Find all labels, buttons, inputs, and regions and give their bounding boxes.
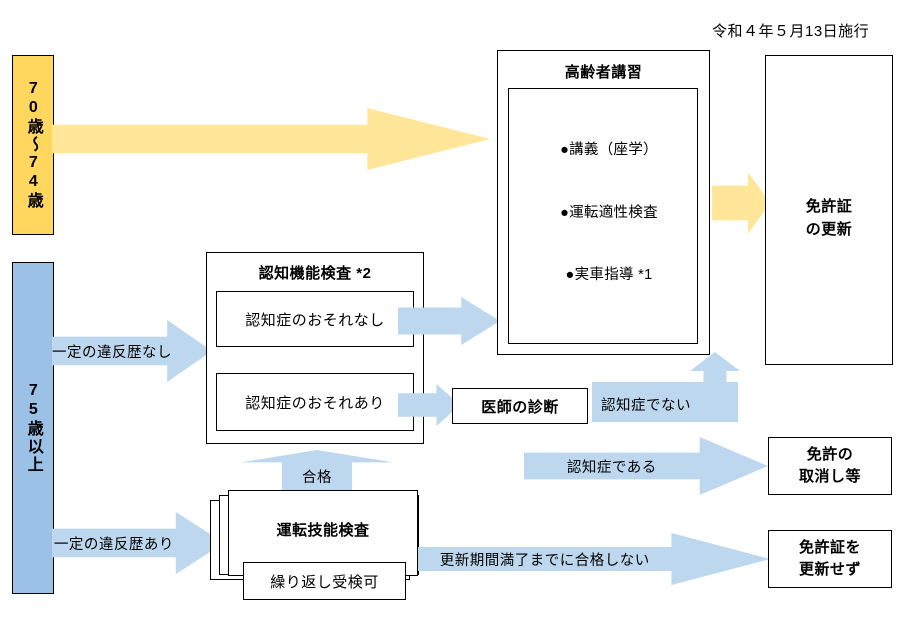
arrow-no-violation-history-label: 一定の違反歴なし <box>52 344 172 361</box>
license-not-renewed-line-1: 免許証を <box>798 538 861 556</box>
license-not-renewed-line-2: 更新せず <box>798 561 861 578</box>
license-revocation-label: 免許の 取消し等 <box>799 444 861 489</box>
license-revocation-line-1: 免許の <box>806 445 854 463</box>
license-not-renewed-label: 免許証を 更新せず <box>799 537 861 582</box>
elderly-course-inner-box: ●講義（座学） ●運転適性検査 ●実車指導 *1 <box>508 88 698 344</box>
cognitive-result-dementia-risk: 認知症のおそれあり <box>216 373 414 431</box>
arrow-has-violation-history: 一定の違反歴あり <box>52 512 224 574</box>
elderly-course-title: 高齢者講習 <box>564 64 643 81</box>
arrow-is-dementia-to-revocation: 認知症である <box>524 437 768 495</box>
doctor-diagnosis-label: 医師の診断 <box>481 398 559 416</box>
arrow-is-dementia-label: 認知症である <box>566 459 657 476</box>
elderly-course-item-lecture: ●講義（座学） <box>560 142 658 158</box>
license-renewal-line-2: の更新 <box>805 220 853 238</box>
elderly-course-item-aptitude-test: ●運転適性検査 <box>560 204 658 221</box>
cognitive-test-title: 認知機能検査 *2 <box>258 265 372 282</box>
elderly-course-item-driving-instruction: ●実車指導 *1 <box>565 267 653 283</box>
age-group-70-74: 70歳〜74歳 <box>12 55 54 235</box>
arrow-no-violation-history: 一定の違反歴なし <box>52 320 212 382</box>
driving-skill-test-retake-box: 繰り返し受検可 <box>243 562 406 600</box>
elderly-course-items: ●講義（座学） ●運転適性検査 ●実車指導 *1 <box>509 89 697 283</box>
arrow-70-74-to-elderly-course <box>52 108 490 170</box>
arrow-not-dementia-tail <box>592 382 738 422</box>
license-revocation-line-2: 取消し等 <box>798 468 861 485</box>
enforcement-date-note: 令和４年５月13日施行 <box>712 23 870 40</box>
arrow-pass-to-cognitive-test: 合格 <box>241 450 393 494</box>
license-renewal-label: 免許証 の更新 <box>766 56 892 241</box>
arrow-course-to-license-renewal <box>712 172 770 234</box>
cognitive-result-no-dementia-risk: 認知症のおそれなし <box>216 291 414 347</box>
arrow-fail-before-expiry-label: 更新期間満了までに合格しない <box>439 552 650 569</box>
license-renewal-line-1: 免許証 <box>805 198 853 215</box>
arrow-not-dementia-label: 認知症でない <box>601 398 691 414</box>
age-group-70-74-label: 70歳〜74歳 <box>24 80 42 210</box>
doctor-diagnosis-box: 医師の診断 <box>452 388 588 424</box>
arrow-has-violation-history-label: 一定の違反歴あり <box>53 536 174 553</box>
arrow-fail-before-expiry: 更新期間満了までに合格しない <box>418 533 770 585</box>
cognitive-result-dementia-risk-label: 認知症のおそれあり <box>245 394 385 412</box>
cognitive-result-no-dementia-risk-label: 認知症のおそれなし <box>245 311 385 329</box>
driving-skill-test-label: 運転技能検査 <box>276 522 370 539</box>
age-group-75-plus: 75歳以上 <box>12 262 54 594</box>
age-group-75-plus-label: 75歳以上 <box>24 382 42 474</box>
license-not-renewed-box: 免許証を 更新せず <box>768 530 892 588</box>
driving-skill-test-retake-label: 繰り返し受検可 <box>270 573 379 591</box>
arrow-pass-label: 合格 <box>302 470 332 486</box>
license-revocation-box: 免許の 取消し等 <box>768 437 892 495</box>
license-renewal-box: 免許証 の更新 <box>765 55 893 365</box>
